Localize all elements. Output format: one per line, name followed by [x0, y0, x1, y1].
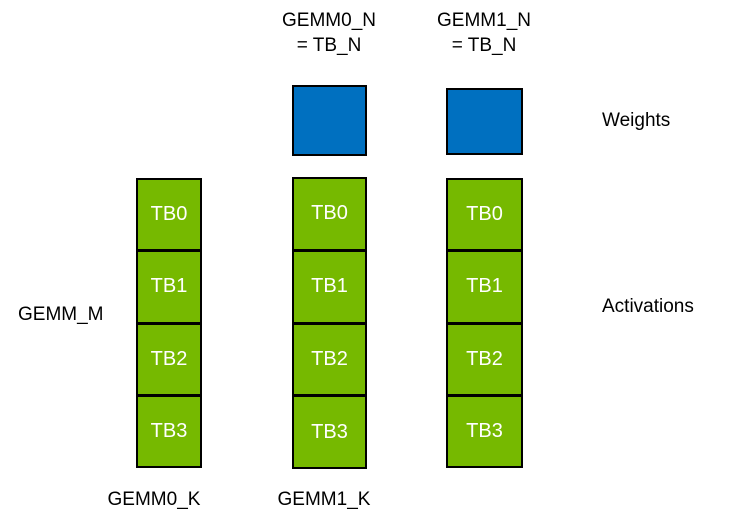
activations-column-left: TB0 TB1 TB2 TB3	[136, 178, 202, 468]
tb-cell: TB0	[138, 180, 200, 253]
activations-column-gemm1: TB0 TB1 TB2 TB3	[446, 178, 523, 468]
tb-cell: TB1	[138, 252, 200, 325]
gemm-m-label: GEMM_M	[18, 304, 104, 325]
gemm0-n-line1: GEMM0_N	[282, 10, 376, 31]
activations-column-gemm0: TB0 TB1 TB2 TB3	[292, 177, 367, 469]
tb-cell: TB2	[138, 324, 200, 397]
gemm1-n-label: GEMM1_N = TB_N	[409, 8, 559, 58]
gemm0-n-line2: = TB_N	[296, 35, 362, 56]
tb-cell: TB2	[448, 324, 521, 397]
tb-cell: TB0	[294, 179, 365, 252]
tb-cell: TB3	[294, 397, 365, 467]
activations-label: Activations	[602, 296, 694, 317]
tb-cell: TB2	[294, 324, 365, 398]
gemm1-k-label: GEMM1_K	[277, 489, 371, 510]
weights-label: Weights	[602, 110, 671, 131]
weights-block-gemm0	[292, 85, 367, 156]
tb-cell: TB3	[138, 396, 200, 466]
gemm1-n-line1: GEMM1_N	[437, 10, 531, 31]
tb-cell: TB1	[294, 251, 365, 325]
tb-cell: TB0	[448, 180, 521, 253]
gemm0-k-label: GEMM0_K	[107, 489, 201, 510]
gemm0-n-label: GEMM0_N = TB_N	[254, 8, 404, 58]
weights-block-gemm1	[446, 88, 523, 155]
tb-cell: TB3	[448, 396, 521, 466]
tb-cell: TB1	[448, 252, 521, 325]
gemm1-n-line2: = TB_N	[451, 35, 517, 56]
